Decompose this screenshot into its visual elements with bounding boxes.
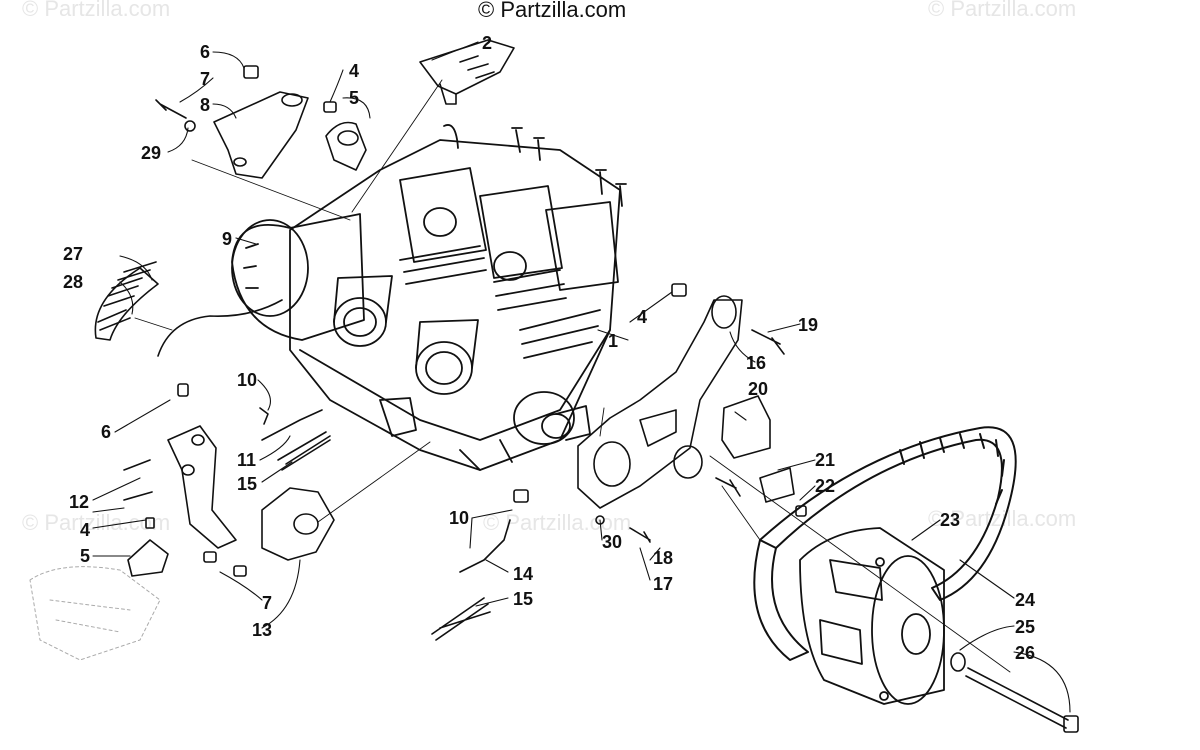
- engine-block: [231, 124, 627, 471]
- bolts-right: [595, 283, 807, 543]
- watermark-top-right: © Partzilla.com: [928, 0, 1077, 21]
- callout-15-left: 15: [237, 474, 258, 494]
- callout-18: 18: [653, 548, 674, 568]
- small-fasteners-top: [155, 65, 337, 132]
- callout-23: 23: [940, 510, 961, 530]
- chassis-outline: [29, 566, 161, 661]
- clutch-bolt-and-washer: [950, 652, 1079, 733]
- callout-4-top: 4: [349, 61, 360, 81]
- callout-27: 27: [63, 244, 84, 264]
- callout-12: 12: [69, 492, 90, 512]
- drive-clutch: [799, 527, 945, 705]
- rubber-mount-top: [325, 121, 367, 171]
- callout-7-top: 7: [200, 69, 211, 89]
- callout-8: 8: [200, 95, 211, 115]
- cover-and-clip: [721, 395, 795, 503]
- bolts-lower-left: [123, 459, 247, 577]
- brand-watermark: © Partzilla.com: [478, 0, 627, 22]
- springs-and-tubes: [259, 407, 529, 641]
- callout-26: 26: [1015, 643, 1036, 663]
- callout-4-left: 4: [80, 520, 91, 540]
- callout-10-left: 10: [237, 370, 258, 390]
- callout-4-right: 4: [637, 307, 648, 327]
- callout-21: 21: [815, 450, 836, 470]
- callout-29: 29: [141, 143, 162, 163]
- hose-and-spring-clamp: [94, 261, 283, 357]
- recoil-handle: [419, 39, 515, 105]
- watermark-mid-center: © Partzilla.com: [483, 510, 632, 535]
- callout-2: 2: [482, 33, 493, 53]
- callout-6-left: 6: [101, 422, 112, 442]
- callout-1: 1: [608, 331, 619, 351]
- callout-6-top: 6: [200, 42, 211, 62]
- callout-22: 22: [815, 476, 836, 496]
- lower-mount-bracket: [127, 383, 335, 577]
- callout-10-center: 10: [449, 508, 470, 528]
- callout-13: 13: [252, 620, 273, 640]
- callout-14: 14: [513, 564, 534, 584]
- callout-24: 24: [1015, 590, 1036, 610]
- watermark-top-left: © Partzilla.com: [22, 0, 171, 21]
- callout-19: 19: [798, 315, 819, 335]
- callout-28: 28: [63, 272, 84, 292]
- callout-15-center: 15: [513, 589, 534, 609]
- callout-30: 30: [602, 532, 623, 552]
- callout-5-left: 5: [80, 546, 91, 566]
- callout-20: 20: [748, 379, 769, 399]
- callout-25: 25: [1015, 617, 1036, 637]
- callout-9: 9: [222, 229, 233, 249]
- callout-11: 11: [237, 450, 257, 470]
- callout-17: 17: [653, 574, 674, 594]
- engine-mount-bracket: [213, 91, 309, 179]
- engine-mount-plate: [577, 295, 743, 509]
- callout-16: 16: [746, 353, 767, 373]
- drive-belt: [753, 426, 1017, 661]
- callout-7-bottom: 7: [262, 593, 273, 613]
- callout-5-top: 5: [349, 88, 360, 108]
